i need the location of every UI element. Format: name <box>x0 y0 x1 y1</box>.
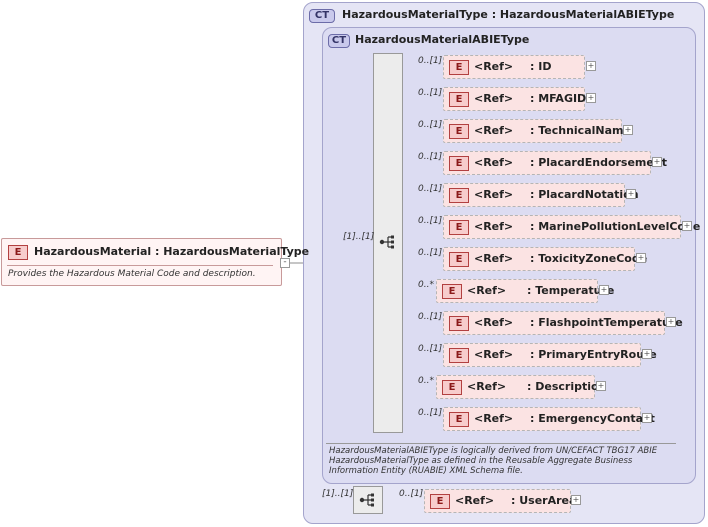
element-ref: <Ref> <box>474 252 514 265</box>
element-badge: E <box>449 60 469 75</box>
expand-button[interactable]: + <box>642 349 652 359</box>
element-name: : EmergencyContact <box>530 412 655 425</box>
user-area-sequence-cardinality: [1]..[1] <box>322 489 354 499</box>
element-name: : TechnicalName <box>530 124 631 137</box>
element-ref: <Ref> <box>474 124 514 137</box>
element-cardinality: 0..[1] <box>418 344 443 354</box>
expand-button[interactable]: + <box>682 221 692 231</box>
element-cardinality: 0..* <box>418 376 434 386</box>
element-ref: <Ref> <box>467 380 507 393</box>
element-cardinality: 0..[1] <box>418 408 443 418</box>
element-row[interactable]: E <Ref> : PrimaryEntryRoute <box>443 343 657 367</box>
user-area-sequence[interactable] <box>353 486 383 514</box>
expand-button[interactable]: + <box>636 253 646 263</box>
complex-type-badge: CT <box>328 34 350 48</box>
element-row[interactable]: E <Ref> : Description <box>436 375 606 399</box>
complex-type-badge: CT <box>309 9 335 23</box>
element-cardinality: 0..[1] <box>418 312 443 322</box>
element-badge: E <box>449 316 469 331</box>
element-ref: <Ref> <box>474 92 514 105</box>
expand-button[interactable]: + <box>666 317 676 327</box>
expand-button[interactable]: + <box>586 61 596 71</box>
element-row[interactable]: E <Ref> : EmergencyContact <box>443 407 655 431</box>
element-row[interactable]: E <Ref> : MFAGID <box>443 87 587 111</box>
element-badge: E <box>449 252 469 267</box>
inner-type-title: HazardousMaterialABIEType <box>355 33 530 46</box>
element-cardinality: 0..* <box>418 280 434 290</box>
element-cardinality: 0..[1] <box>418 248 443 258</box>
element-ref: <Ref> <box>474 412 514 425</box>
expand-button[interactable]: + <box>642 413 652 423</box>
element-badge: E <box>449 188 469 203</box>
element-badge: E <box>449 348 469 363</box>
element-name: : Description <box>527 380 607 393</box>
element-badge: E <box>449 412 469 427</box>
expand-button[interactable]: + <box>586 93 596 103</box>
element-name: : MarinePollutionLevelCode <box>530 220 701 233</box>
element-badge: E <box>442 284 462 299</box>
expand-button[interactable]: + <box>599 285 609 295</box>
element-badge: E <box>449 124 469 139</box>
element-badge: E <box>442 380 462 395</box>
expand-button[interactable]: + <box>623 125 633 135</box>
sequence-icon <box>359 493 374 507</box>
element-ref: <Ref> <box>474 316 514 329</box>
note-divider <box>326 443 676 444</box>
element-name: : MFAGID <box>530 92 587 105</box>
element-cardinality: 0..[1] <box>418 56 443 66</box>
element-badge: E <box>449 92 469 107</box>
element-row[interactable]: E <Ref> : FlashpointTemperature <box>443 311 683 335</box>
outer-type-title: HazardousMaterialType : HazardousMateria… <box>342 8 675 21</box>
element-row[interactable]: E <Ref> : Temperature <box>436 279 614 303</box>
element-badge: E <box>449 156 469 171</box>
element-cardinality: 0..[1] <box>418 88 443 98</box>
main-element-title: HazardousMaterial : HazardousMaterialTyp… <box>34 245 310 258</box>
sequence-cardinality: [1]..[1] <box>343 232 375 242</box>
element-row[interactable]: E <Ref> : PlacardEndorsement <box>443 151 667 175</box>
expand-button[interactable]: + <box>626 189 636 199</box>
element-name: : PlacardEndorsement <box>530 156 667 169</box>
expand-button[interactable]: + <box>596 381 606 391</box>
element-row[interactable]: E <Ref> : PlacardNotation <box>443 183 639 207</box>
element-cardinality: 0..[1] <box>418 152 443 162</box>
element-badge: E <box>8 245 28 260</box>
expand-button[interactable]: + <box>652 157 662 167</box>
element-user-area[interactable]: E <Ref> : UserArea <box>424 489 576 513</box>
element-cardinality: 0..[1] <box>418 120 443 130</box>
element-row[interactable]: E <Ref> : MarinePollutionLevelCode <box>443 215 700 239</box>
element-ref: <Ref> <box>474 60 514 73</box>
element-name: : PlacardNotation <box>530 188 639 201</box>
type-annotation: HazardousMaterialABIEType is logically d… <box>329 446 658 476</box>
element-badge: E <box>449 220 469 235</box>
expand-button[interactable]: + <box>571 495 581 505</box>
element-name: : Temperature <box>527 284 615 297</box>
element-name: : UserArea <box>511 494 577 507</box>
element-name: : PrimaryEntryRoute <box>530 348 657 361</box>
element-ref: <Ref> <box>474 220 514 233</box>
sequence-compositor[interactable] <box>373 53 403 433</box>
element-ref: <Ref> <box>474 348 514 361</box>
element-ref: <Ref> <box>474 156 514 169</box>
title-divider <box>7 265 273 266</box>
element-name: : ID <box>530 60 552 73</box>
element-row[interactable]: E <Ref> : ToxicityZoneCode <box>443 247 647 271</box>
element-name: : ToxicityZoneCode <box>530 252 648 265</box>
collapse-button[interactable]: - <box>280 258 290 268</box>
element-name: : FlashpointTemperature <box>530 316 683 329</box>
element-ref: <Ref> <box>474 188 514 201</box>
element-row[interactable]: E <Ref> : TechnicalName <box>443 119 631 143</box>
element-cardinality: 0..[1] <box>418 216 443 226</box>
user-area-cardinality: 0..[1] <box>399 489 424 499</box>
main-element-description: Provides the Hazardous Material Code and… <box>8 269 256 279</box>
element-row[interactable]: E <Ref> : ID <box>443 55 585 79</box>
main-element-hazardous-material[interactable]: E HazardousMaterial : HazardousMaterialT… <box>1 238 309 286</box>
element-cardinality: 0..[1] <box>418 184 443 194</box>
element-ref: <Ref> <box>467 284 507 297</box>
element-ref: <Ref> <box>455 494 495 507</box>
sequence-icon <box>379 235 394 249</box>
element-badge: E <box>430 494 450 509</box>
